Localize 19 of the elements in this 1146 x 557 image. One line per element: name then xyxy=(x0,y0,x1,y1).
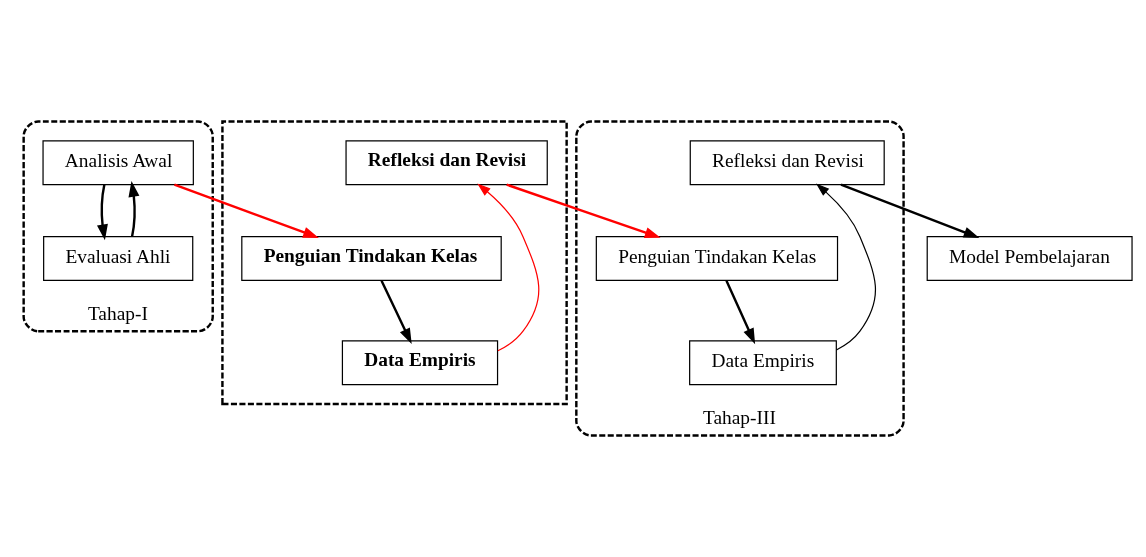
node-box: Model Pembelajaran xyxy=(926,236,1133,281)
arrow xyxy=(477,183,540,352)
arrow xyxy=(840,183,980,238)
arrow xyxy=(380,280,412,345)
node-box: Penguian Tindakan Kelas xyxy=(241,236,502,281)
arrow xyxy=(816,183,876,351)
node-box: Refleksi dan Revisi xyxy=(345,140,548,186)
node-box: Data Empiris xyxy=(689,340,837,386)
cluster xyxy=(221,120,568,406)
arrow xyxy=(128,181,140,237)
arrow xyxy=(174,183,319,238)
node-box: Refleksi dan Revisi xyxy=(689,140,885,186)
node-box: Analisis Awal xyxy=(42,140,194,186)
node-box: Data Empiris xyxy=(341,340,499,386)
arrow xyxy=(506,183,661,238)
arrow xyxy=(97,184,108,241)
arrow xyxy=(725,280,756,345)
node-box: Penguian Tindakan Kelas xyxy=(595,236,839,281)
node-box: Evaluasi Ahli xyxy=(43,236,194,281)
